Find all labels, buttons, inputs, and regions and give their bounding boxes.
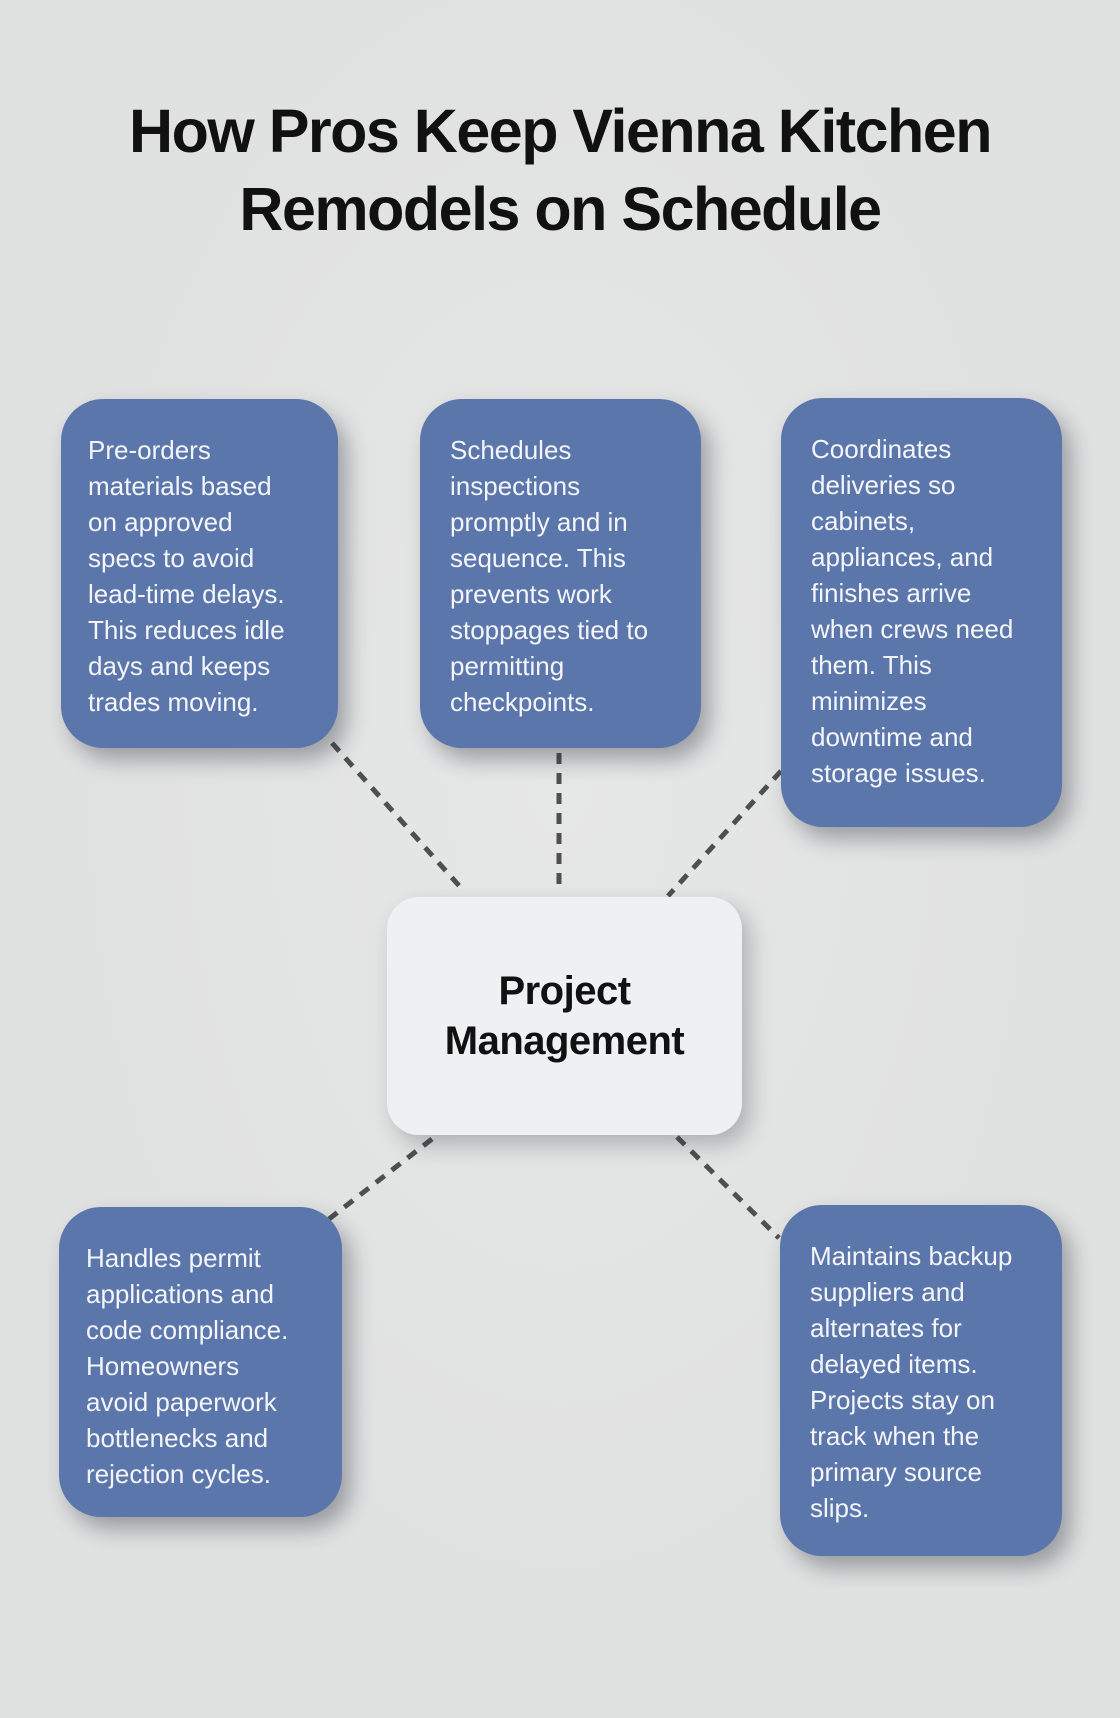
center-node-project-management: Project Management [387, 897, 742, 1135]
branch-node-inspections: Schedules inspections promptly and in se… [420, 399, 701, 748]
branch-node-suppliers-text: Maintains backup suppliers and alternate… [810, 1241, 1013, 1523]
connector-line-5 [675, 1135, 781, 1240]
page-title-line-2: Remodels on Schedule [239, 175, 882, 243]
branch-node-permits: Handles permit applications and code com… [59, 1207, 342, 1517]
page-title-line-1: How Pros Keep Vienna Kitchen [129, 97, 992, 165]
branch-node-deliveries: Coordinates deliveries so cabinets, appl… [781, 398, 1062, 827]
branch-node-deliveries-text: Coordinates deliveries so cabinets, appl… [811, 434, 1014, 788]
connector-line-4 [327, 1137, 434, 1221]
connector-line-3 [666, 769, 783, 898]
branch-node-suppliers: Maintains backup suppliers and alternate… [780, 1205, 1062, 1556]
center-node-label: Project Management [444, 969, 685, 1063]
branch-node-permits-text: Handles permit applications and code com… [86, 1243, 289, 1489]
connector-line-1 [330, 741, 464, 891]
branch-node-inspections-text: Schedules inspections promptly and in se… [450, 435, 649, 717]
branch-node-materials: Pre-orders materials based on approved s… [61, 399, 338, 748]
branch-node-materials-text: Pre-orders materials based on approved s… [88, 435, 285, 717]
page-title: How Pros Keep Vienna Kitchen Remodels on… [0, 92, 1120, 248]
